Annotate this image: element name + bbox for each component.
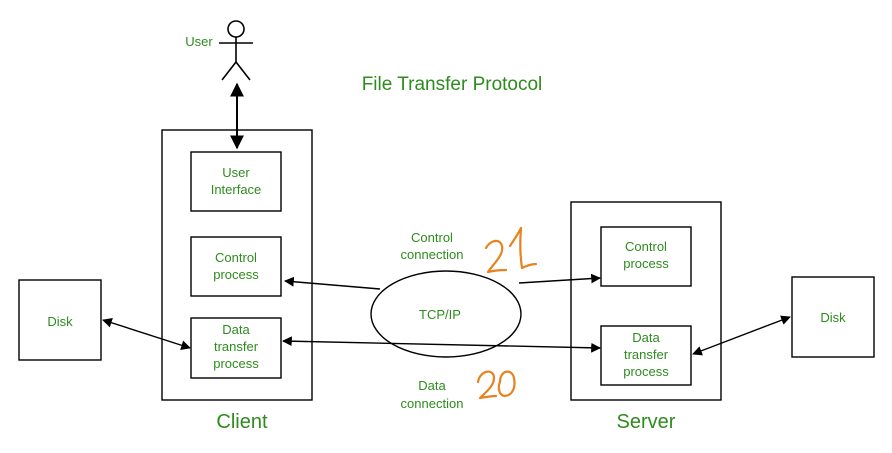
client-control-process-line1: Control (215, 250, 257, 265)
control-connection-line2: connection (401, 247, 464, 262)
user-label: User (185, 34, 213, 49)
server-control-process-box (600, 226, 692, 287)
diagram-title: File Transfer Protocol (362, 74, 543, 95)
port-20-handwriting (476, 370, 516, 400)
client-data-transfer-line3: process (213, 356, 259, 371)
client-data-transfer-box (190, 317, 282, 379)
client-user-interface-line2: Interface (211, 182, 262, 197)
data-transfer-arrow (282, 336, 601, 353)
port-21-handwriting (484, 226, 538, 274)
client-data-transfer-line1: Data (222, 322, 250, 337)
client-label: Client (216, 411, 268, 433)
right-disk-box (791, 276, 875, 358)
left-disk-box (18, 279, 102, 361)
data-connection-line2: connection (401, 396, 464, 411)
right-disk-arrow (692, 315, 791, 356)
server-data-transfer-box (600, 325, 692, 386)
server-data-transfer-line3: process (623, 364, 669, 379)
tcpip-ellipse (370, 270, 522, 358)
left-disk-label: Disk (47, 314, 73, 329)
ellipse-to-server-control-arrow (518, 273, 601, 284)
server-control-process-line1: Control (625, 239, 667, 254)
right-disk-label: Disk (820, 310, 846, 325)
client-data-transfer-line2: transfer (214, 339, 259, 354)
data-connection-line1: Data (418, 378, 446, 393)
control-connection-line1: Control (411, 230, 453, 245)
server-data-transfer-line1: Data (632, 330, 660, 345)
ellipse-to-client-control-arrow (284, 276, 381, 290)
client-user-interface-box (190, 151, 282, 212)
server-box (570, 201, 722, 401)
server-label: Server (617, 411, 676, 433)
left-disk-arrow (102, 318, 191, 350)
tcpip-label: TCP/IP (419, 307, 461, 322)
client-user-interface-line1: User (222, 165, 250, 180)
server-data-transfer-line2: transfer (624, 347, 669, 362)
server-control-process-line2: process (623, 256, 669, 271)
client-box (161, 129, 313, 401)
client-control-process-box (190, 236, 282, 297)
client-control-process-line2: process (213, 267, 259, 282)
user-icon (219, 20, 253, 81)
